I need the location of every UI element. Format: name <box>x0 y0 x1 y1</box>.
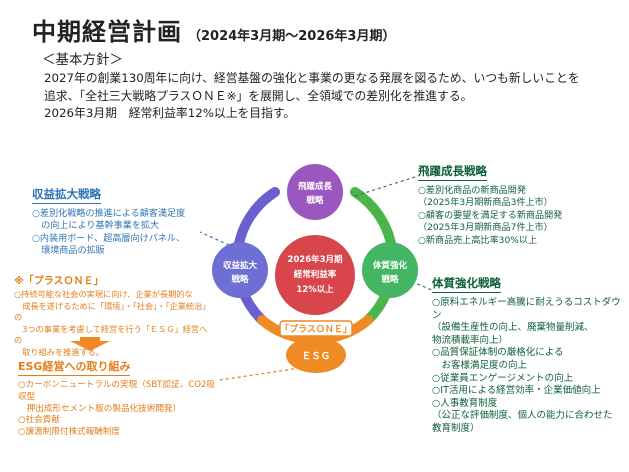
list-item: 3つの事業を考慮して経営を行う「ＥＳＧ」経営への <box>14 323 208 346</box>
node-revenue <box>212 242 268 298</box>
basic-policy-heading: ＜基本方針＞ <box>42 52 123 68</box>
connector-top <box>354 175 419 197</box>
page-title: 中期経営計画 （2024年3月期～2026年3月期） <box>32 12 395 47</box>
node-esg <box>286 337 346 373</box>
plus-one-box <box>279 320 353 337</box>
list-item: ○顧客の要望を満足する新商品開発 <box>418 210 563 221</box>
list-item: （2025年3月期新商品3件上市） <box>418 198 553 209</box>
list-item: 環境商品の拡販 <box>32 246 105 257</box>
plus-one-label: 「プラスＯＮＥ」 <box>280 323 352 335</box>
center-line-2: 経常利益率 <box>294 269 337 280</box>
list-item: ○品質保証体制の厳格化による <box>432 347 564 359</box>
revenue-strategy-panel: 収益拡大戦略 ○差別化戦略の推進による顧客満足度 の向上により基幹事業を拡大 ○… <box>32 183 200 258</box>
list-item: ○持続可能な社会の実現に向け、企業が長期的な <box>14 289 193 299</box>
plus-one-heading: ※「プラスＯＮＥ」 <box>14 276 104 287</box>
node-growth-label-1: 飛躍成長 <box>297 181 333 192</box>
list-item: （公正な評価制度、個人の能力に合わせた <box>432 410 613 422</box>
list-item: 物流積載率向上） <box>432 334 509 346</box>
plus-one-panel: ※「プラスＯＮＥ」 ○持続可能な社会の実現に向け、企業が長期的な 成長を遂げるた… <box>14 272 209 359</box>
structure-strategy-panel: 体質強化戦略 ○原料エネルギー高騰に耐えうるコストダウン （設備生産性の向上、廃… <box>432 272 622 436</box>
growth-strategy-heading: 飛躍成長戦略 <box>418 163 487 181</box>
node-growth <box>287 164 343 220</box>
list-item: ○差別化商品の新商品開発 <box>418 186 526 196</box>
list-item: の向上により基幹事業を拡大 <box>32 221 160 232</box>
title-period: （2024年3月期～2026年3月期） <box>188 29 396 44</box>
list-item: 押出成形セメント板の製品化技術開発） <box>18 403 182 414</box>
list-item: お客様満足度の向上 <box>432 359 528 371</box>
title-main: 中期経営計画 <box>32 18 182 46</box>
center-line-3: 12%以上 <box>296 284 334 295</box>
revenue-strategy-heading: 収益拡大戦略 <box>32 186 101 204</box>
node-revenue-label-1: 収益拡大 <box>223 260 258 271</box>
connector-bottom <box>219 367 301 381</box>
intro-line: 追求、「全社三大戦略プラスＯＮＥ※」を展開し、全領域での差別化を推進する。 <box>44 88 473 103</box>
list-item: （設備生産性の向上、廃棄物量削減、 <box>432 322 594 334</box>
structure-strategy-heading: 体質強化戦略 <box>432 275 501 293</box>
list-item: 成長を遂げるために「環境」・「社会」・「企業統治」の <box>14 300 207 323</box>
intro-text: 2027年の創業130周年に向け、経営基盤の強化と事業の更なる発展を図るため、い… <box>44 70 624 123</box>
list-item: ○人事教育制度 <box>432 397 498 409</box>
esg-panel: ESG経営への取り組み ○カーボンニュートラルの実現（SBT認証、CO2吸収型 … <box>18 355 218 439</box>
node-revenue-label-2: 戦略 <box>231 274 249 285</box>
list-item: 取り組みを推進する。 <box>14 346 105 357</box>
list-item: （2025年3月期新商品7件上市） <box>418 223 553 234</box>
node-structure <box>362 242 418 298</box>
list-item: 教育制度） <box>432 422 480 434</box>
list-item: ○IT活用による経営効率・企業価値向上 <box>432 385 601 397</box>
list-item: ○原料エネルギー高騰に耐えうるコストダウン <box>432 297 621 321</box>
list-item: ○社会貢献 <box>18 415 60 426</box>
node-structure-label-2: 戦略 <box>381 274 399 285</box>
growth-strategy-panel: 飛躍成長戦略 ○差別化商品の新商品開発 （2025年3月期新商品3件上市） ○顧… <box>418 160 598 247</box>
center-circle <box>275 235 355 315</box>
list-item: ○新商品売上高比率30%以上 <box>418 235 538 246</box>
esg-heading: ESG経営への取り組み <box>18 358 131 376</box>
list-item: ○内装用ボード、超高層向けパネル、 <box>32 233 186 244</box>
list-item: ○差別化戦略の推進による顧客満足度 <box>32 209 186 219</box>
node-growth-label-2: 戦略 <box>306 195 324 206</box>
list-item: ○譲渡制限付株式報酬制度 <box>18 427 121 438</box>
node-esg-label: ＥＳＧ <box>302 351 331 362</box>
center-line-1: 2026年3月期 <box>287 254 343 265</box>
down-arrow-icon <box>70 337 110 351</box>
list-item: ○従業員エンゲージメントの向上 <box>432 372 574 384</box>
list-item: ○カーボンニュートラルの実現（SBT認証、CO2吸収型 <box>18 380 216 402</box>
intro-line: 2026年3月期 経常利益率12%以上を目指す。 <box>44 106 296 120</box>
node-structure-label-1: 体質強化 <box>373 260 408 271</box>
intro-line: 2027年の創業130周年に向け、経営基盤の強化と事業の更なる発展を図るため、い… <box>44 71 580 85</box>
